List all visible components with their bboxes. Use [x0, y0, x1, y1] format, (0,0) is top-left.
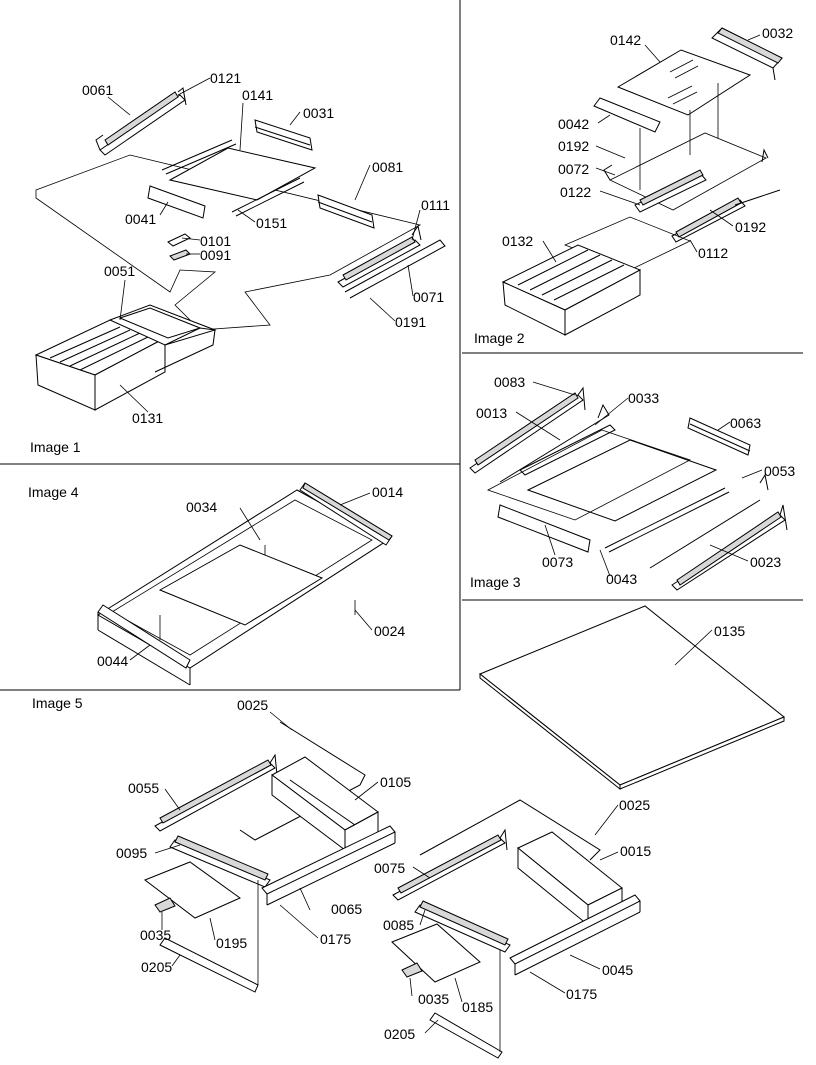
callout-label: 0095	[116, 845, 147, 861]
callout-label: 0071	[413, 289, 444, 305]
callout-label: 0142	[610, 32, 641, 48]
callout-label: 0041	[125, 211, 156, 227]
callout-label: 0013	[476, 405, 507, 421]
callout-label: 0135	[714, 623, 745, 639]
callout-label: 0111	[421, 197, 450, 213]
callout-label: 0063	[730, 415, 761, 431]
image5-parts	[143, 721, 641, 1059]
callout-label: 0015	[620, 843, 651, 859]
callout-label: 0175	[566, 986, 597, 1002]
callout-label: 0175	[320, 931, 351, 947]
callout-label: 0083	[494, 374, 525, 390]
callout-label: 0055	[128, 780, 159, 796]
callout-label: 0031	[303, 105, 334, 121]
panel-label-image5: Image 5	[32, 695, 83, 711]
panel-label-image4: Image 4	[28, 484, 79, 500]
callout-label: 0131	[132, 410, 163, 426]
callout-label: 0042	[558, 116, 589, 132]
callout-label: 0051	[104, 263, 135, 279]
callout-label: 0081	[372, 159, 403, 175]
image4-parts	[97, 482, 393, 686]
callout-label: 0032	[762, 25, 793, 41]
callout-label: 0205	[384, 1026, 415, 1042]
image1-parts	[34, 87, 446, 411]
callout-label: 0072	[558, 161, 589, 177]
callout-label: 0075	[374, 860, 405, 876]
callout-label: 0035	[140, 927, 171, 943]
callout-label: 0091	[200, 247, 231, 263]
callout-label: 0073	[542, 554, 573, 570]
callout-label: 0195	[216, 935, 247, 951]
callout-label: 0065	[331, 901, 362, 917]
image2-parts	[501, 27, 783, 336]
callout-label: 0105	[380, 774, 411, 790]
callout-label: 0192	[735, 219, 766, 235]
callout-label: 0033	[628, 390, 659, 406]
callout-label: 0035	[418, 991, 449, 1007]
panel-label-image1: Image 1	[30, 439, 81, 455]
callout-label: 0045	[602, 962, 633, 978]
callout-label: 0085	[383, 917, 414, 933]
callout-label: 0191	[395, 314, 426, 330]
callout-label: 0101	[200, 233, 231, 249]
callout-label: 0014	[372, 484, 403, 500]
callout-label: 0043	[606, 571, 637, 587]
image6-glass	[479, 605, 785, 791]
callout-label: 0034	[186, 499, 217, 515]
callout-label: 0185	[462, 999, 493, 1015]
panel-label-image2: Image 2	[474, 330, 525, 346]
callout-label: 0121	[210, 70, 241, 86]
callout-labels: 0061 0121 0141 0031 0081 0041 0101 0091 …	[82, 25, 795, 1042]
callout-label: 0024	[374, 623, 405, 639]
callout-label: 0044	[97, 653, 128, 669]
callout-label: 0132	[502, 233, 533, 249]
panel-label-image3: Image 3	[470, 574, 521, 590]
callout-label: 0122	[560, 184, 591, 200]
callout-label: 0023	[750, 554, 781, 570]
callout-label: 0205	[141, 959, 172, 975]
callout-label: 0025	[619, 797, 650, 813]
callout-label: 0192	[558, 138, 589, 154]
panel-dividers	[0, 0, 803, 691]
callout-label: 0053	[764, 463, 795, 479]
callout-label: 0061	[82, 82, 113, 98]
callout-label: 0025	[237, 697, 268, 713]
callout-label: 0151	[256, 215, 287, 231]
panel-labels: Image 1 Image 2 Image 3 Image 4 Image 5	[28, 330, 525, 711]
callout-label: 0141	[242, 87, 273, 103]
callout-label: 0112	[698, 245, 728, 261]
leader-lines	[107, 34, 763, 1034]
